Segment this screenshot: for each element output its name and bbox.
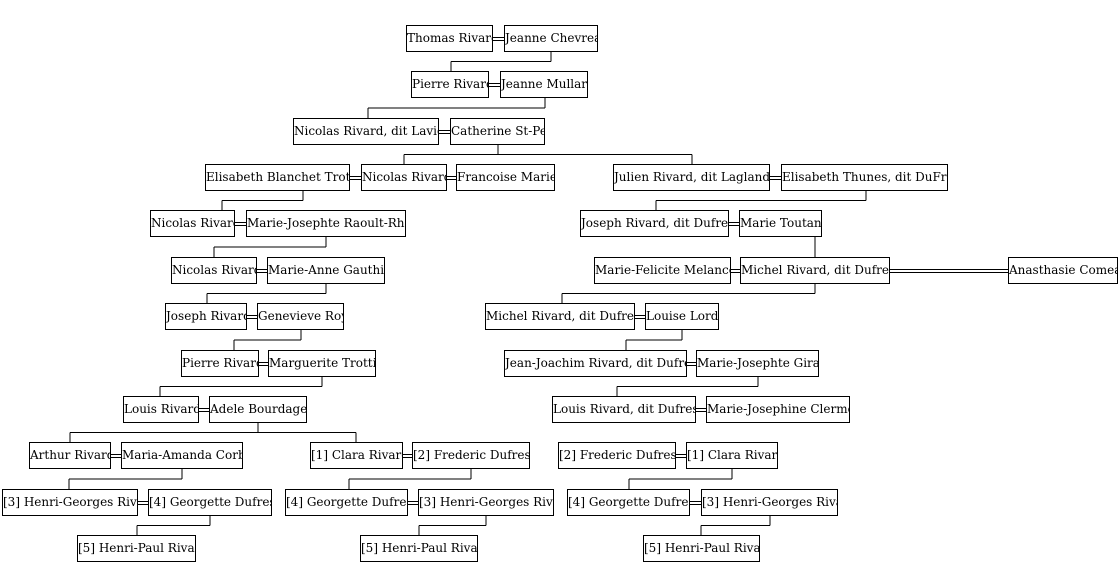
person-box[interactable]: [4] Georgette Dufresne [148,489,272,516]
person-box[interactable]: Joseph Rivard [165,303,247,330]
person-box[interactable]: Michel Rivard, dit Dufresne [485,303,635,330]
person-box[interactable]: Marie-Anne Gauthier [267,257,385,284]
person-box[interactable]: [3] Henri-Georges Rivard [701,489,838,516]
person-box[interactable]: Anasthasie Comeau [1008,257,1118,284]
person-box[interactable]: [5] Henri-Paul Rivard [360,535,478,562]
person-box[interactable]: Adele Bourdages [209,396,307,423]
person-box[interactable]: Maria-Amanda Corbin [121,442,243,469]
person-box[interactable]: [4] Georgette Dufresne [567,489,690,516]
person-box[interactable]: Louise Lord [645,303,719,330]
person-box[interactable]: [5] Henri-Paul Rivard [77,535,196,562]
person-box[interactable]: Pierre Rivard [411,71,489,98]
person-box[interactable]: Marie-Josephine Clermont [706,396,850,423]
person-box[interactable]: [1] Clara Rivard [686,442,778,469]
person-box[interactable]: [2] Frederic Dufresne [412,442,530,469]
person-box[interactable]: Catherine St-Per [450,118,545,145]
person-box[interactable]: [2] Frederic Dufresne [558,442,676,469]
person-box[interactable]: Marguerite Trottier [268,350,376,377]
person-box[interactable]: Jeanne Mullard [500,71,588,98]
person-box[interactable]: Jean-Joachim Rivard, dit Dufresne [504,350,687,377]
person-box[interactable]: Joseph Rivard, dit Dufresne [580,210,729,237]
person-box[interactable]: [1] Clara Rivard [310,442,403,469]
person-box[interactable]: Marie-Josephte Raoult-Rheau [246,210,406,237]
person-box[interactable]: Nicolas Rivard [361,164,447,191]
person-box[interactable]: Genevieve Roy [257,303,344,330]
person-box[interactable]: Elisabeth Thunes, dit DuFresne [781,164,948,191]
person-box[interactable]: Marie Toutant [739,210,822,237]
person-box[interactable]: Pierre Rivard [181,350,259,377]
person-box[interactable]: Arthur Rivard [29,442,111,469]
person-box[interactable]: [3] Henri-Georges Rivard [418,489,554,516]
person-box[interactable]: Michel Rivard, dit Dufresne [740,257,890,284]
person-box[interactable]: Nicolas Rivard, dit Lavigne [293,118,439,145]
person-box[interactable]: [5] Henri-Paul Rivard [643,535,760,562]
person-box[interactable]: Louis Rivard, dit Dufresne [552,396,696,423]
person-box[interactable]: Marie-Felicite Melancon [594,257,731,284]
person-box[interactable]: Elisabeth Blanchet Trottier [205,164,350,191]
person-box[interactable]: [3] Henri-Georges Rivard [2,489,138,516]
person-box[interactable]: Jeanne Chevreau [504,25,598,52]
person-box[interactable]: Thomas Rivard [406,25,493,52]
person-box[interactable]: [4] Georgette Dufresne [285,489,408,516]
person-box[interactable]: Louis Rivard [123,396,199,423]
person-box[interactable]: Nicolas Rivard [150,210,235,237]
person-box[interactable]: Marie-Josephte Girard [696,350,819,377]
person-box[interactable]: Julien Rivard, dit Laglanderie [613,164,770,191]
person-box[interactable]: Nicolas Rivard [171,257,257,284]
person-box[interactable]: Francoise Marien [456,164,555,191]
